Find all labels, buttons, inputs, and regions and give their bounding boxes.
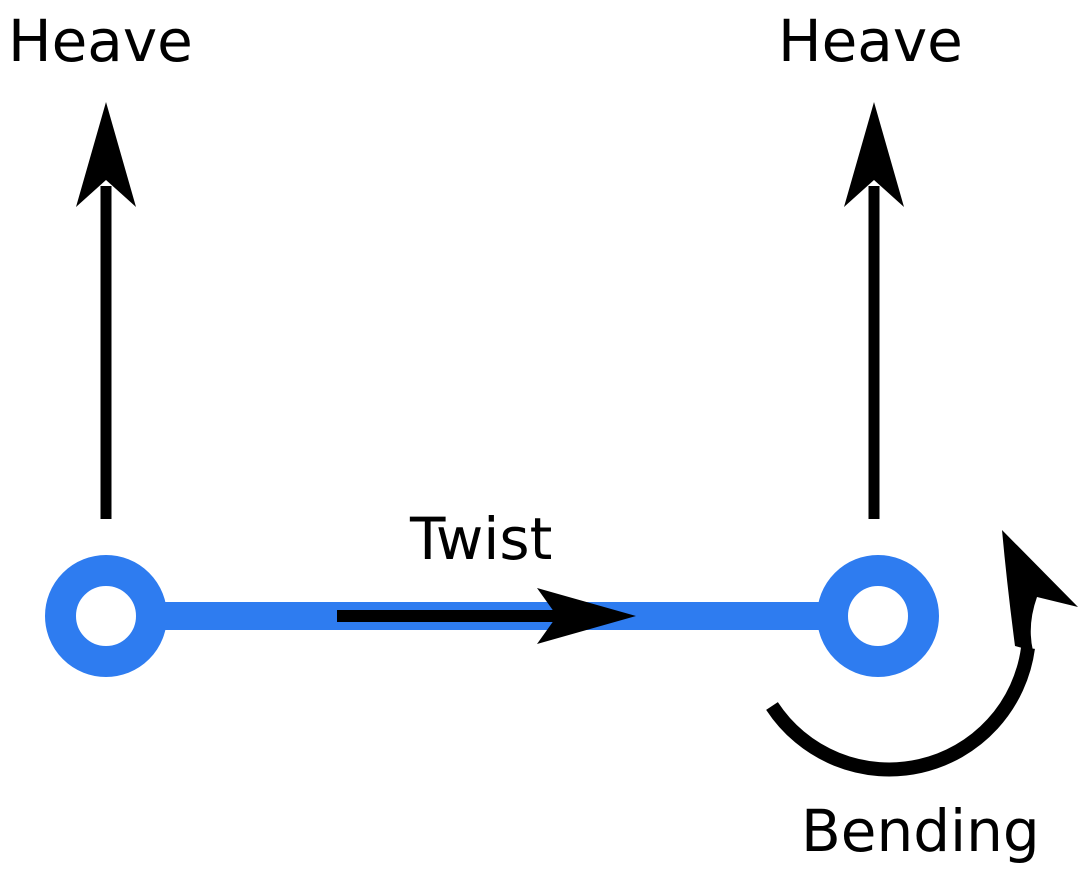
twist-arrowhead [537,588,636,644]
twist-label: Twist [409,505,552,573]
bending-label: Bending [801,797,1040,865]
bending-arc [766,647,1035,777]
heave-right-arrowhead [844,102,904,207]
node-left [45,555,167,677]
heave-up-arrow-icon-right [844,102,904,519]
bending-arrowhead [1002,530,1078,651]
heave-right-label: Heave [778,7,963,75]
node-right [817,555,939,677]
bending-curved-arrow-icon [766,530,1078,777]
heave-left-arrowhead [76,102,136,207]
heave-left-label: Heave [8,7,193,75]
heave-up-arrow-icon-left [76,102,136,519]
twist-right-arrow-icon [337,588,636,644]
